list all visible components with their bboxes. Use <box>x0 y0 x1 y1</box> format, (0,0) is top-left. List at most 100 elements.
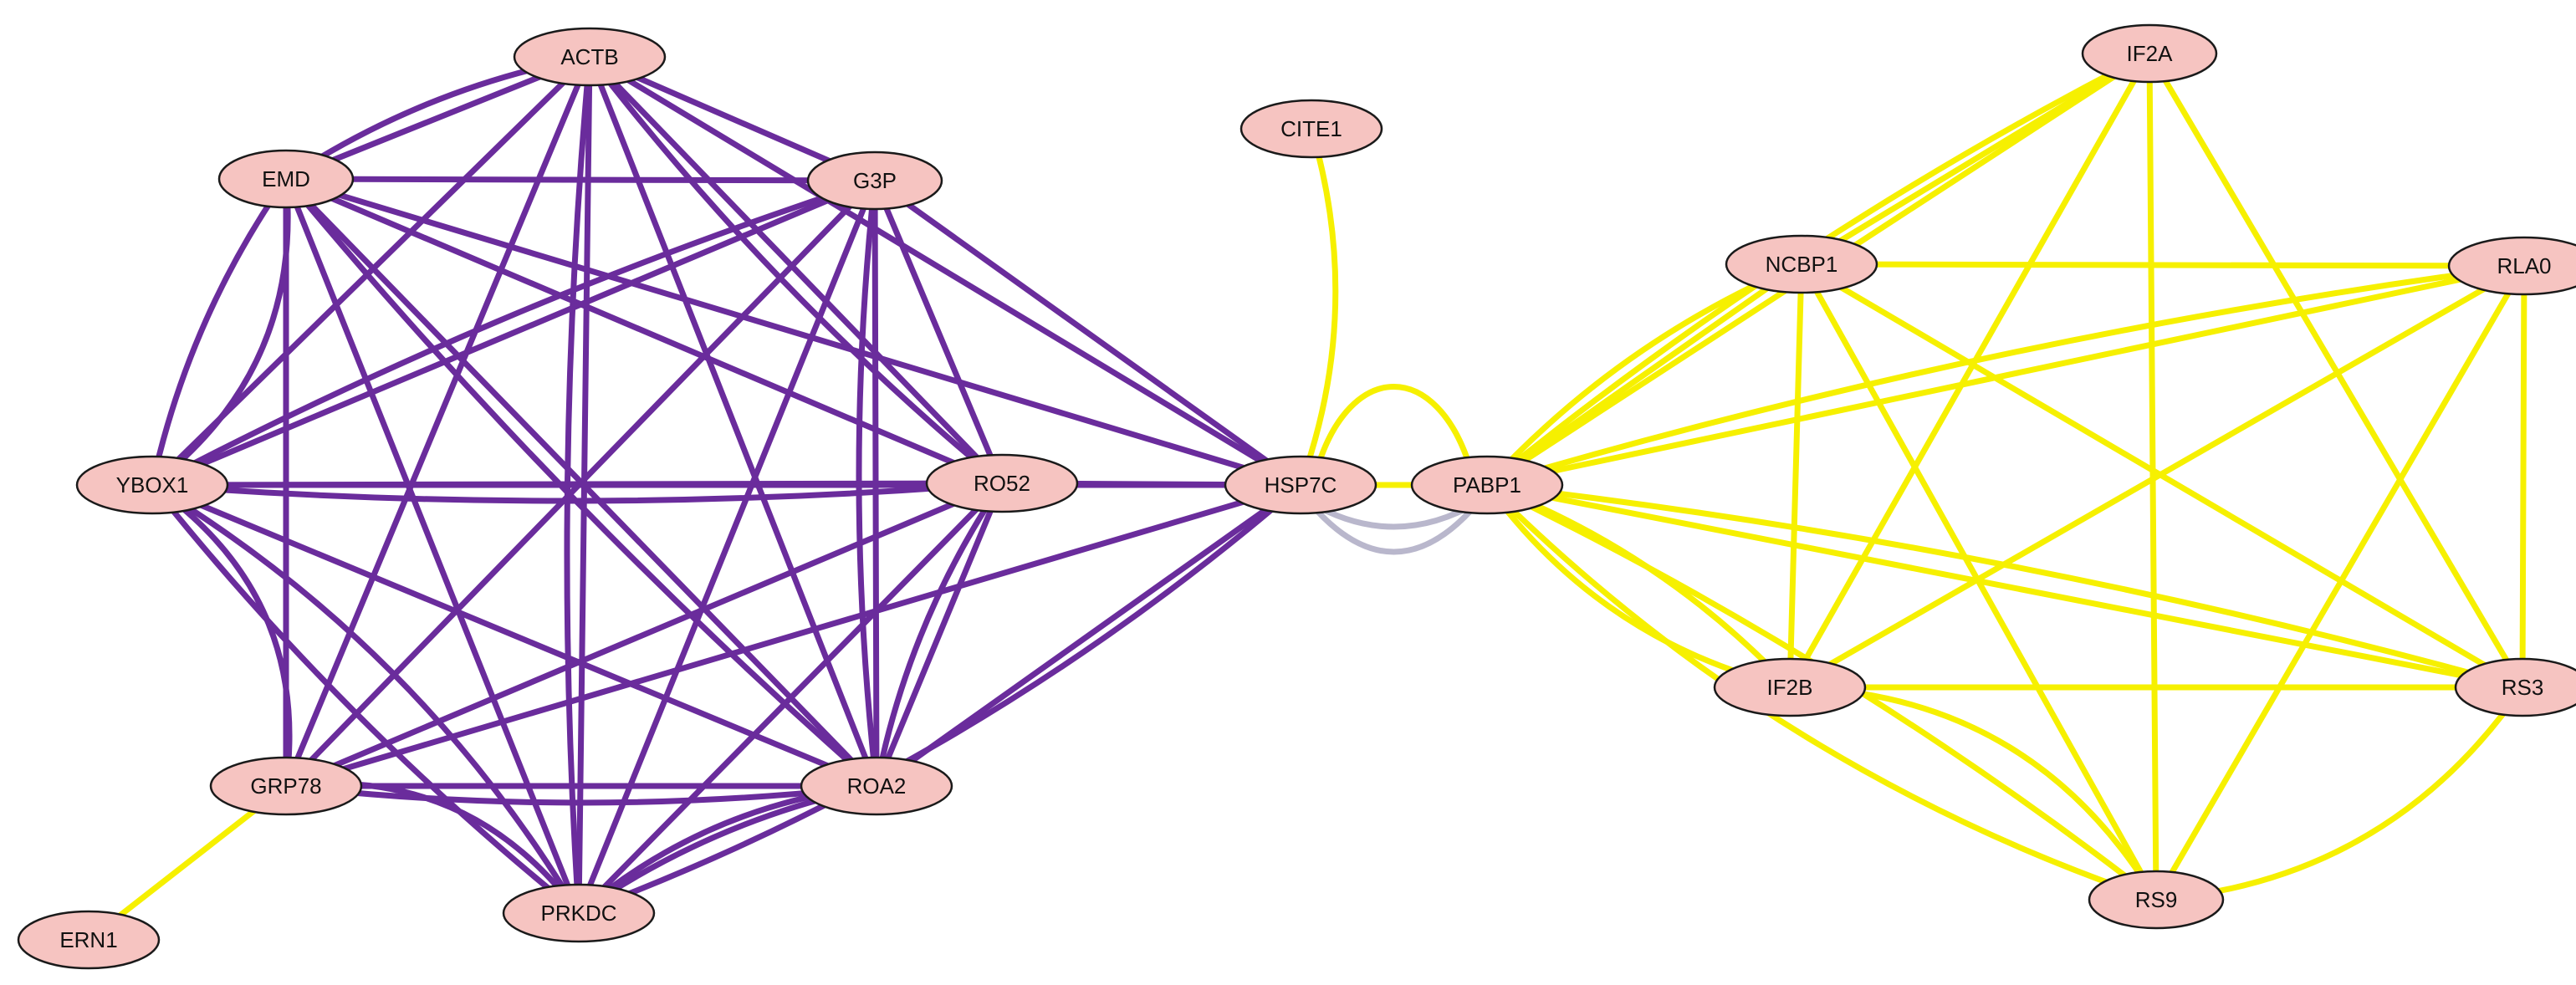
node-label: RS9 <box>2135 887 2178 912</box>
edge-IF2A-NCBP1 <box>1798 50 2153 268</box>
node-shape <box>806 151 943 211</box>
node-shape <box>800 756 953 816</box>
edge-GRP78-HSP7C <box>283 482 1304 789</box>
edge-IF2A-RS3 <box>2146 50 2526 691</box>
node-label: IF2A <box>2127 41 2174 66</box>
edge-IF2A-IF2B <box>1786 50 2153 691</box>
node-hsp7c[interactable]: HSP7C <box>1224 455 1377 515</box>
node-shape <box>2454 657 2576 717</box>
node-shape <box>925 453 1079 513</box>
node-label: PABP1 <box>1453 472 1521 498</box>
edge-GRP78-ROA2-curve <box>283 783 880 806</box>
node-emd[interactable]: EMD <box>217 149 355 209</box>
edge-IF2B-RS9 <box>1786 684 2159 903</box>
node-label: PRKDC <box>540 901 616 926</box>
edge-RO52-GRP78 <box>283 480 1005 789</box>
node-grp78[interactable]: GRP78 <box>209 756 363 816</box>
node-shape <box>1239 99 1383 159</box>
node-if2a[interactable]: IF2A <box>2081 23 2218 84</box>
edge-YBOX1-PRKDC-curve <box>149 482 582 916</box>
node-pabp1[interactable]: PABP1 <box>1410 455 1564 515</box>
node-label: GRP78 <box>250 773 321 799</box>
node-label: YBOX1 <box>116 472 189 498</box>
edge-PABP1-RS3-curve <box>1484 482 2526 691</box>
edge-NCBP1-RLA0 <box>1798 261 2527 269</box>
node-shape <box>502 883 656 943</box>
edge-CITE1-HSP7C <box>1297 125 1339 488</box>
node-label: IF2B <box>1767 675 1813 700</box>
edge-PABP1-NCBP1 <box>1484 261 1805 488</box>
edge-G3P-YBOX1 <box>149 177 878 488</box>
node-if2b[interactable]: IF2B <box>1713 657 1867 717</box>
node-ro52[interactable]: RO52 <box>925 453 1079 513</box>
edge-YBOX1-PRKDC <box>149 482 582 916</box>
node-ncbp1[interactable]: NCBP1 <box>1725 234 1878 294</box>
node-actb[interactable]: ACTB <box>513 27 667 87</box>
edge-G3P-PRKDC <box>575 177 878 916</box>
node-shape <box>2447 236 2576 296</box>
edge-HSP7C-PABP1-loop <box>1314 384 1474 472</box>
edge-YBOX1-RO52-curve <box>149 480 1005 504</box>
edge-RO52-ROA2-curve <box>873 480 1005 789</box>
node-shape <box>2081 23 2218 84</box>
edge-RLA0-IF2B <box>1786 263 2527 691</box>
node-shape <box>2088 870 2225 930</box>
edge-PABP1-RLA0 <box>1484 263 2527 488</box>
node-shape <box>209 756 363 816</box>
edge-YBOX1-ROA2 <box>149 482 880 789</box>
node-prkdc[interactable]: PRKDC <box>502 883 656 943</box>
edge-PRKDC-HSP7C <box>575 482 1304 916</box>
node-g3p[interactable]: G3P <box>806 151 943 211</box>
node-label: G3P <box>853 168 897 193</box>
edge-PABP1-RLA0-curve <box>1484 263 2527 488</box>
node-ybox1[interactable]: YBOX1 <box>75 455 229 515</box>
node-label: CITE1 <box>1280 116 1342 141</box>
node-rs3[interactable]: RS3 <box>2454 657 2576 717</box>
edge-RO52-PRKDC <box>575 480 1005 916</box>
edge-RS3-RS9 <box>2153 684 2526 903</box>
node-label: NCBP1 <box>1766 252 1838 277</box>
node-shape <box>1713 657 1867 717</box>
node-label: ROA2 <box>847 773 907 799</box>
node-shape <box>513 27 667 87</box>
edge-G3P-YBOX1-curve <box>149 177 878 488</box>
edge-HSP7C-PABP1-gray-0 <box>1306 498 1482 530</box>
node-shape <box>17 910 161 970</box>
edge-PABP1-RS9 <box>1484 482 2159 903</box>
edge-RO52-ROA2 <box>873 480 1005 789</box>
edge-G3P-HSP7C <box>871 177 1304 488</box>
node-rs9[interactable]: RS9 <box>2088 870 2225 930</box>
edge-PABP1-RS3 <box>1484 482 2526 691</box>
node-label: RO52 <box>974 471 1030 496</box>
edge-RLA0-RS3 <box>2519 263 2527 691</box>
edge-ACTB-HSP7C <box>586 54 1304 488</box>
node-label: ACTB <box>560 44 618 69</box>
edge-HSP7C-PABP1-gray-1 <box>1306 498 1482 555</box>
edge-EMD-YBOX1-curve <box>149 176 289 488</box>
node-label: RLA0 <box>2497 253 2551 278</box>
node-label: RS3 <box>2502 675 2544 700</box>
edge-NCBP1-IF2B <box>1786 261 1805 691</box>
node-label: HSP7C <box>1265 472 1337 498</box>
edges-layer <box>85 50 2527 943</box>
node-label: EMD <box>262 166 310 191</box>
edge-ACTB-RO52-curve <box>586 54 1005 487</box>
edge-EMD-HSP7C <box>283 176 1304 488</box>
node-ern1[interactable]: ERN1 <box>17 910 161 970</box>
edge-ACTB-RO52 <box>586 54 1005 487</box>
edge-EMD-PRKDC <box>283 176 582 916</box>
node-shape <box>1725 234 1878 294</box>
node-shape <box>217 149 355 209</box>
edge-EMD-RO52 <box>283 176 1005 487</box>
node-rla0[interactable]: RLA0 <box>2447 236 2576 296</box>
node-roa2[interactable]: ROA2 <box>800 756 953 816</box>
node-cite1[interactable]: CITE1 <box>1239 99 1383 159</box>
node-shape <box>1224 455 1377 515</box>
edge-RLA0-RS9 <box>2153 263 2527 903</box>
node-shape <box>1410 455 1564 515</box>
node-shape <box>75 455 229 515</box>
node-label: ERN1 <box>59 927 117 952</box>
edge-EMD-G3P <box>283 176 878 184</box>
